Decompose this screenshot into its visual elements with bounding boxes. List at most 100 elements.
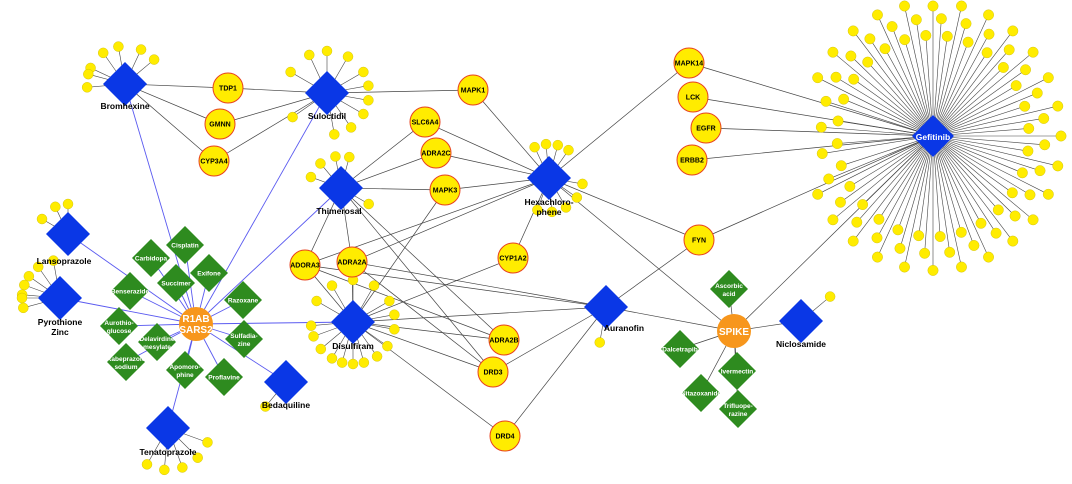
- leaf-node: [36, 213, 48, 225]
- leaf-node: [83, 68, 94, 80]
- ivermectin-green-drug-node[interactable]: [718, 352, 756, 390]
- spike-hub-label: SPIKE: [719, 327, 749, 338]
- leaf-node: [848, 73, 860, 85]
- apomorphine-green-drug-node[interactable]: [166, 351, 204, 389]
- cisplatin-green-drug-node[interactable]: [166, 226, 204, 264]
- leaf-node: [50, 201, 61, 213]
- edge: [304, 264, 505, 341]
- leaf-node: [981, 47, 993, 59]
- leaf-node: [879, 43, 891, 55]
- leaf-node: [560, 202, 572, 213]
- leaf-node: [305, 171, 317, 183]
- hexachlorophene-drug-label: Hexachloro-: [524, 197, 573, 207]
- leaf-node: [48, 255, 59, 266]
- edge: [932, 135, 999, 211]
- drd3-target-node[interactable]: [477, 356, 509, 388]
- adra2b-target-node[interactable]: [488, 324, 520, 356]
- drd4-target-label: DRD4: [495, 434, 514, 441]
- edge: [856, 135, 934, 223]
- mapk14-target-label: MAPK14: [675, 61, 704, 68]
- exifone-green-drug-node[interactable]: [190, 254, 228, 292]
- hexachlorophene-drug-node[interactable]: [527, 156, 571, 200]
- edge: [492, 306, 607, 373]
- leaf-node: [927, 0, 939, 12]
- leaf-node: [363, 80, 374, 91]
- bedaquiline-drug-node[interactable]: [264, 360, 308, 404]
- edge: [932, 135, 1041, 171]
- leaf-node: [1007, 235, 1019, 247]
- tdp1-target-node[interactable]: [212, 72, 244, 104]
- succimer-green-drug-node[interactable]: [157, 264, 195, 302]
- cyp3a4-target-node[interactable]: [198, 145, 230, 177]
- gmnn-target-node[interactable]: [204, 108, 236, 140]
- edge: [884, 48, 934, 137]
- leaf-node: [864, 33, 876, 45]
- suloctidil-drug-node[interactable]: [305, 71, 349, 115]
- carbidopa-green-drug-node[interactable]: [132, 239, 170, 277]
- drd4-target-node[interactable]: [489, 420, 521, 452]
- proflavine-green-drug-node[interactable]: [205, 358, 243, 396]
- leaf-node: [899, 0, 910, 12]
- lansoprazole-drug-node[interactable]: [46, 212, 90, 256]
- niclosamide-drug-node[interactable]: [779, 299, 823, 343]
- mapk1-target-node[interactable]: [457, 74, 489, 106]
- adora3-target-node[interactable]: [289, 249, 321, 281]
- leaf-node: [983, 9, 994, 21]
- erbb2-target-node[interactable]: [676, 144, 708, 176]
- aurothioglucose-green-drug-label: glucose: [107, 328, 132, 335]
- sulfadiazine-green-drug-node[interactable]: [225, 320, 263, 358]
- edge: [932, 135, 989, 258]
- nitazoxanide-green-drug-node[interactable]: [682, 374, 720, 412]
- bromhexine-drug-node[interactable]: [103, 62, 147, 106]
- egfr-target-node[interactable]: [690, 112, 722, 144]
- lck-target-node[interactable]: [677, 81, 709, 113]
- leaf-node: [159, 464, 170, 476]
- edge: [504, 306, 607, 437]
- leaf-node: [827, 214, 839, 226]
- leaf-node: [326, 353, 338, 364]
- leaf-node: [1007, 25, 1019, 37]
- auranofin-drug-node[interactable]: [584, 285, 628, 329]
- leaf-node: [1027, 46, 1039, 58]
- tenatoprazole-drug-node[interactable]: [146, 406, 190, 450]
- gefitinib-drug-node[interactable]: [912, 115, 954, 157]
- ascorbic-green-drug-node[interactable]: [710, 270, 748, 308]
- leaf-node: [358, 357, 370, 368]
- edge: [828, 135, 934, 180]
- cyp1a2-target-node[interactable]: [497, 242, 529, 274]
- slc6a4-target-node[interactable]: [409, 106, 441, 138]
- leaf-node: [33, 261, 44, 273]
- leaf-node: [1038, 113, 1050, 124]
- adra2a-target-node[interactable]: [336, 246, 368, 278]
- fyn-target-node[interactable]: [683, 224, 715, 256]
- edge: [932, 49, 1010, 137]
- mapk3-target-node[interactable]: [429, 174, 461, 206]
- aurothioglucose-green-drug-node[interactable]: [100, 307, 138, 345]
- adra2a-target-label: ADRA2A: [337, 260, 366, 267]
- trifluoperazine-green-drug-node[interactable]: [719, 390, 757, 428]
- delavirdine-green-drug-node[interactable]: [138, 323, 176, 361]
- disulfiram-drug-node[interactable]: [331, 300, 375, 344]
- adra2c-target-node[interactable]: [420, 137, 452, 169]
- dalcetrapib-green-drug-node[interactable]: [661, 330, 699, 368]
- trifluoperazine-green-drug-label: Trifluope-: [723, 403, 753, 410]
- pyrothione-drug-node[interactable]: [38, 276, 82, 320]
- spike-hub-node[interactable]: [717, 314, 751, 348]
- r1ab-hub-node[interactable]: [179, 307, 213, 341]
- mapk14-target-node[interactable]: [673, 47, 705, 79]
- leaf-node: [594, 337, 605, 348]
- thimerosal-drug-node[interactable]: [319, 166, 363, 210]
- leaf-node: [1055, 130, 1067, 142]
- leaf-node: [532, 204, 543, 216]
- leaf-node: [920, 30, 932, 41]
- edge: [548, 62, 690, 179]
- razoxane-green-drug-node[interactable]: [224, 281, 262, 319]
- rabeprazole-green-drug-node[interactable]: [107, 343, 145, 381]
- benserazide-green-drug-node[interactable]: [111, 272, 149, 310]
- leaf-node: [835, 160, 847, 172]
- leaf-node: [1052, 100, 1064, 112]
- edge: [916, 19, 934, 137]
- edge: [877, 14, 934, 137]
- edge: [352, 189, 446, 323]
